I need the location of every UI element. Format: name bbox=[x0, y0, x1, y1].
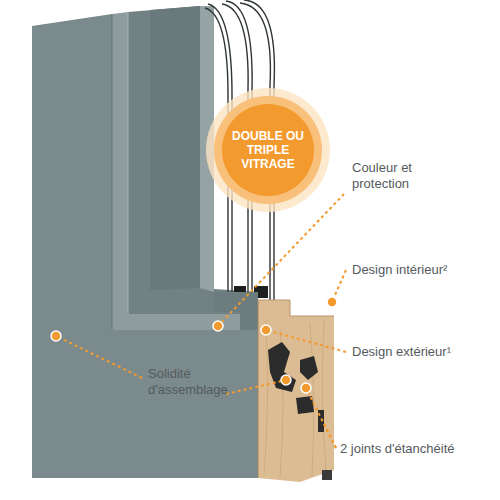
badge-ring bbox=[214, 96, 322, 204]
leader-line bbox=[218, 194, 344, 326]
callout-label: Design intérieur² bbox=[352, 262, 492, 278]
groove bbox=[300, 356, 318, 380]
badge-halo bbox=[206, 88, 330, 212]
leader-dot bbox=[281, 375, 291, 385]
edge-line bbox=[112, 14, 113, 330]
sash-step bbox=[150, 6, 200, 290]
callout-label: 2 joints d'étanchéité bbox=[340, 441, 490, 457]
glazing-badge: DOUBLE OU TRIPLE VITRAGE bbox=[206, 88, 330, 212]
callout-label: Design extérieur¹ bbox=[352, 344, 492, 360]
leader-dot bbox=[261, 325, 271, 335]
groove bbox=[268, 342, 296, 392]
leader-dot bbox=[327, 297, 337, 307]
leader-line bbox=[306, 388, 336, 448]
edge-line bbox=[258, 300, 259, 478]
leader-line bbox=[226, 380, 286, 394]
aluminium-cap bbox=[214, 292, 258, 330]
callout-label: Couleur et protection bbox=[352, 160, 442, 192]
leader-lines bbox=[56, 194, 346, 448]
badge-text: DOUBLE OU TRIPLE VITRAGE bbox=[229, 129, 307, 171]
leader-line bbox=[322, 420, 336, 448]
leader-dots bbox=[51, 297, 337, 393]
leader-line bbox=[266, 330, 346, 352]
leader-dot bbox=[51, 331, 61, 341]
badge-content: DOUBLE OU TRIPLE VITRAGE bbox=[206, 88, 330, 212]
seal bbox=[322, 470, 332, 480]
wood-edge bbox=[258, 300, 334, 316]
leader-dot bbox=[301, 383, 311, 393]
leader-dot bbox=[213, 321, 223, 331]
badge-core bbox=[222, 104, 314, 196]
wood-section bbox=[258, 300, 334, 482]
edge-line bbox=[128, 12, 129, 314]
leader-line bbox=[56, 336, 142, 378]
callout-label: Solidité d'assemblage bbox=[148, 366, 228, 398]
